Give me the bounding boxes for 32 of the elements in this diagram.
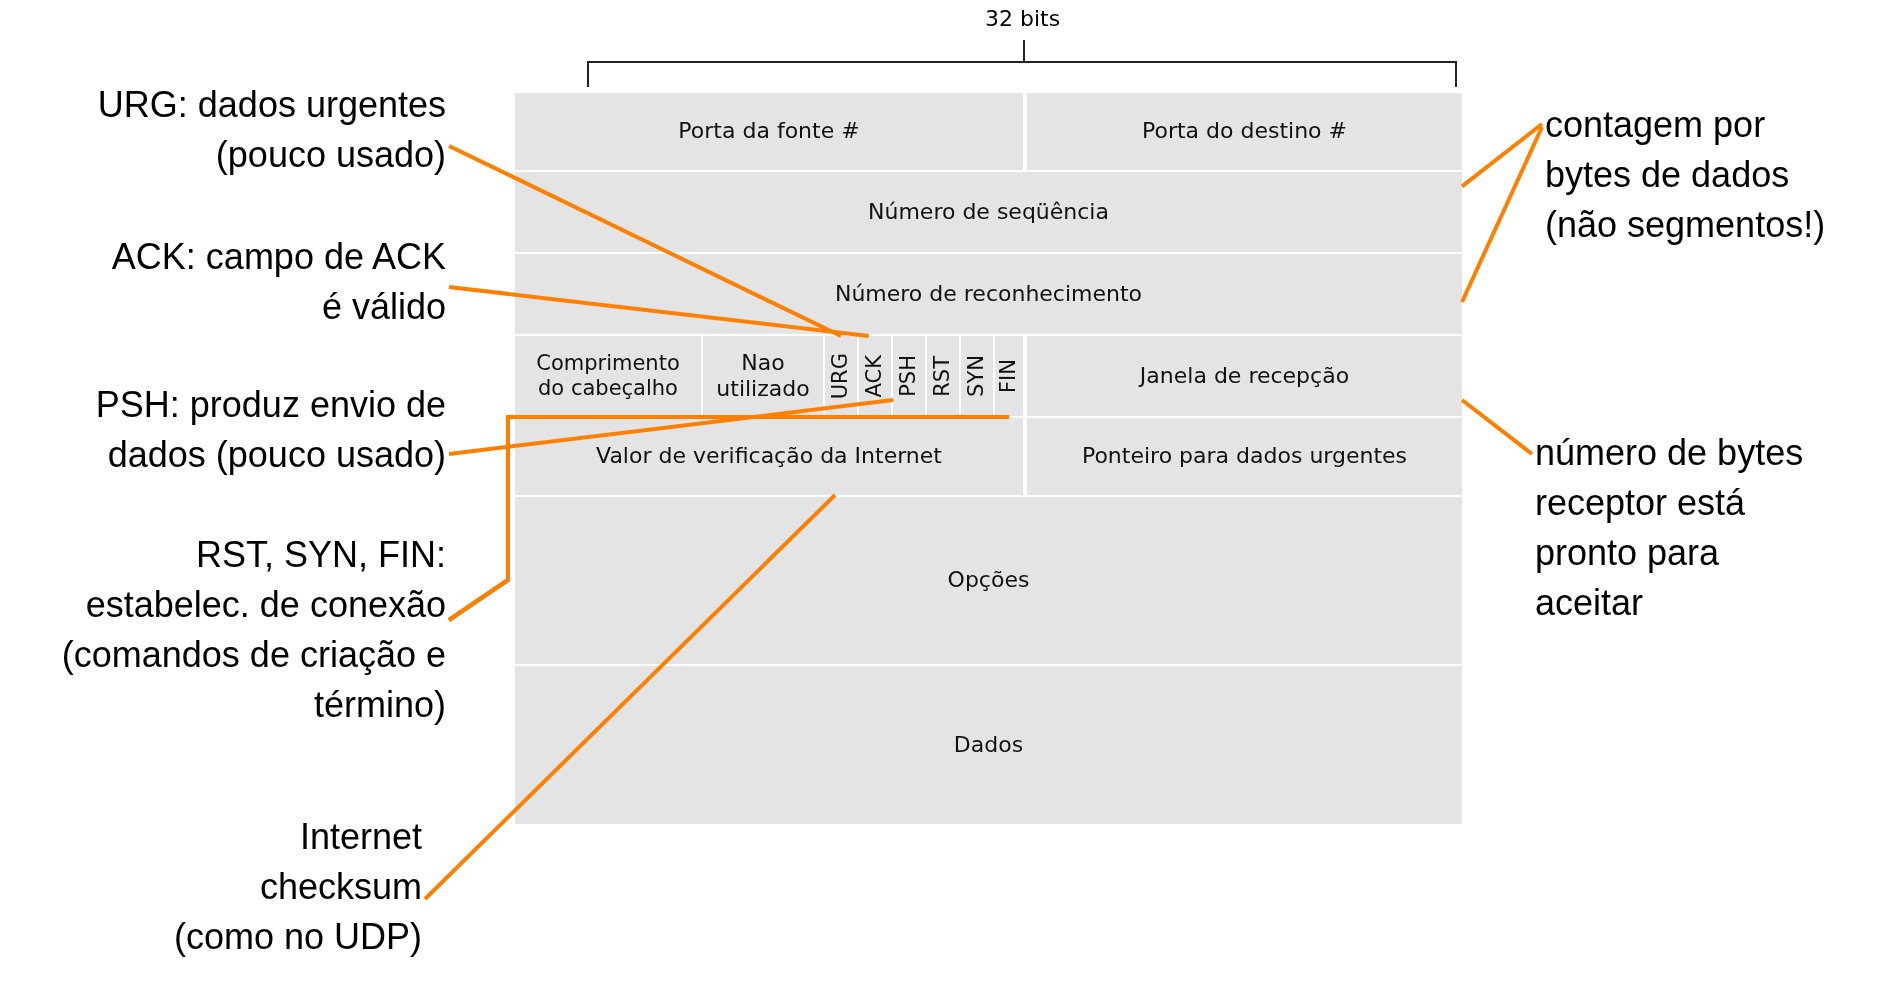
annotation-text: RST, SYN, FIN: estabelec. de conexão (comandos de criação e término) <box>50 530 446 730</box>
leader-line <box>1460 126 1544 303</box>
annotation-text: número de bytes receptor está pronto para aceitar <box>1535 428 1830 628</box>
header-field: Valor de verificação da Internet <box>515 418 1023 495</box>
flag-bit-field: URG <box>825 336 857 416</box>
header-field: Dados <box>515 666 1462 824</box>
flag-bit-field: RST <box>927 336 959 416</box>
header-field: Janela de recepção <box>1027 336 1462 416</box>
annotation-text: URG: dados urgentes (pouco usado) <box>70 80 446 180</box>
flag-bit-field: PSH <box>893 336 925 416</box>
flag-bit-field: FIN <box>995 336 1023 416</box>
dimension-label: 32 bits <box>985 6 1061 31</box>
leader-line <box>1460 398 1534 456</box>
header-field: Porta do destino # <box>1027 93 1462 170</box>
leader-line <box>448 398 894 456</box>
annotation-text: ACK: campo de ACK é válido <box>106 232 446 332</box>
leader-line <box>448 144 842 338</box>
header-field: Nao utilizado <box>703 336 823 416</box>
header-field: Número de reconhecimento <box>515 254 1462 334</box>
leader-line <box>448 285 869 338</box>
leader-line <box>1460 122 1544 188</box>
header-field: Porta da fonte # <box>515 93 1023 170</box>
flag-bit-field: ACK <box>859 336 891 416</box>
annotation-text: contagem por bytes de dados (não segmentos!) <box>1545 100 1860 250</box>
header-field: Número de seqüência <box>515 172 1462 252</box>
leader-line <box>423 493 837 901</box>
flag-bit-field: SYN <box>961 336 993 416</box>
header-field: Comprimento do cabeçalho <box>515 336 701 416</box>
header-field: Ponteiro para dados urgentes <box>1027 418 1462 495</box>
annotation-text: Internet checksum (como no UDP) <box>160 812 422 962</box>
annotation-text: PSH: produz envio de dados (pouco usado) <box>20 380 446 480</box>
header-field: Opções <box>515 497 1462 664</box>
